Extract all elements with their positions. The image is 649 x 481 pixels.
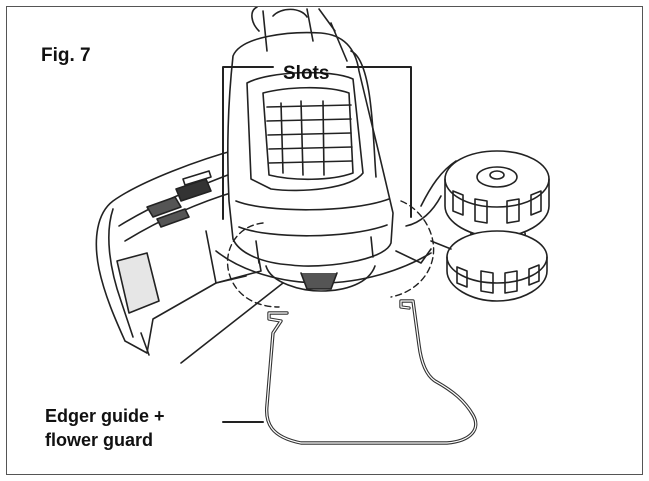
slot-highlight-circles [226, 200, 435, 308]
wheel [405, 150, 550, 302]
trimmer-illustration [95, 7, 550, 445]
cutting-head [205, 230, 432, 292]
figure-frame: Fig. 7 Slots Edger guide + flower guard [6, 6, 643, 475]
edger-guide [264, 299, 478, 445]
edger-guide-label-line1: Edger guide + [45, 406, 165, 426]
slots-callout [222, 66, 412, 220]
slots-label: Slots [283, 63, 330, 84]
figure-number: Fig. 7 [41, 45, 91, 66]
trimmer-line [180, 282, 284, 364]
edger-guide-label: Edger guide + flower guard [45, 404, 165, 452]
shaft [251, 7, 348, 62]
motor-housing [227, 31, 394, 267]
edger-guide-label-line2: flower guard [45, 430, 154, 450]
